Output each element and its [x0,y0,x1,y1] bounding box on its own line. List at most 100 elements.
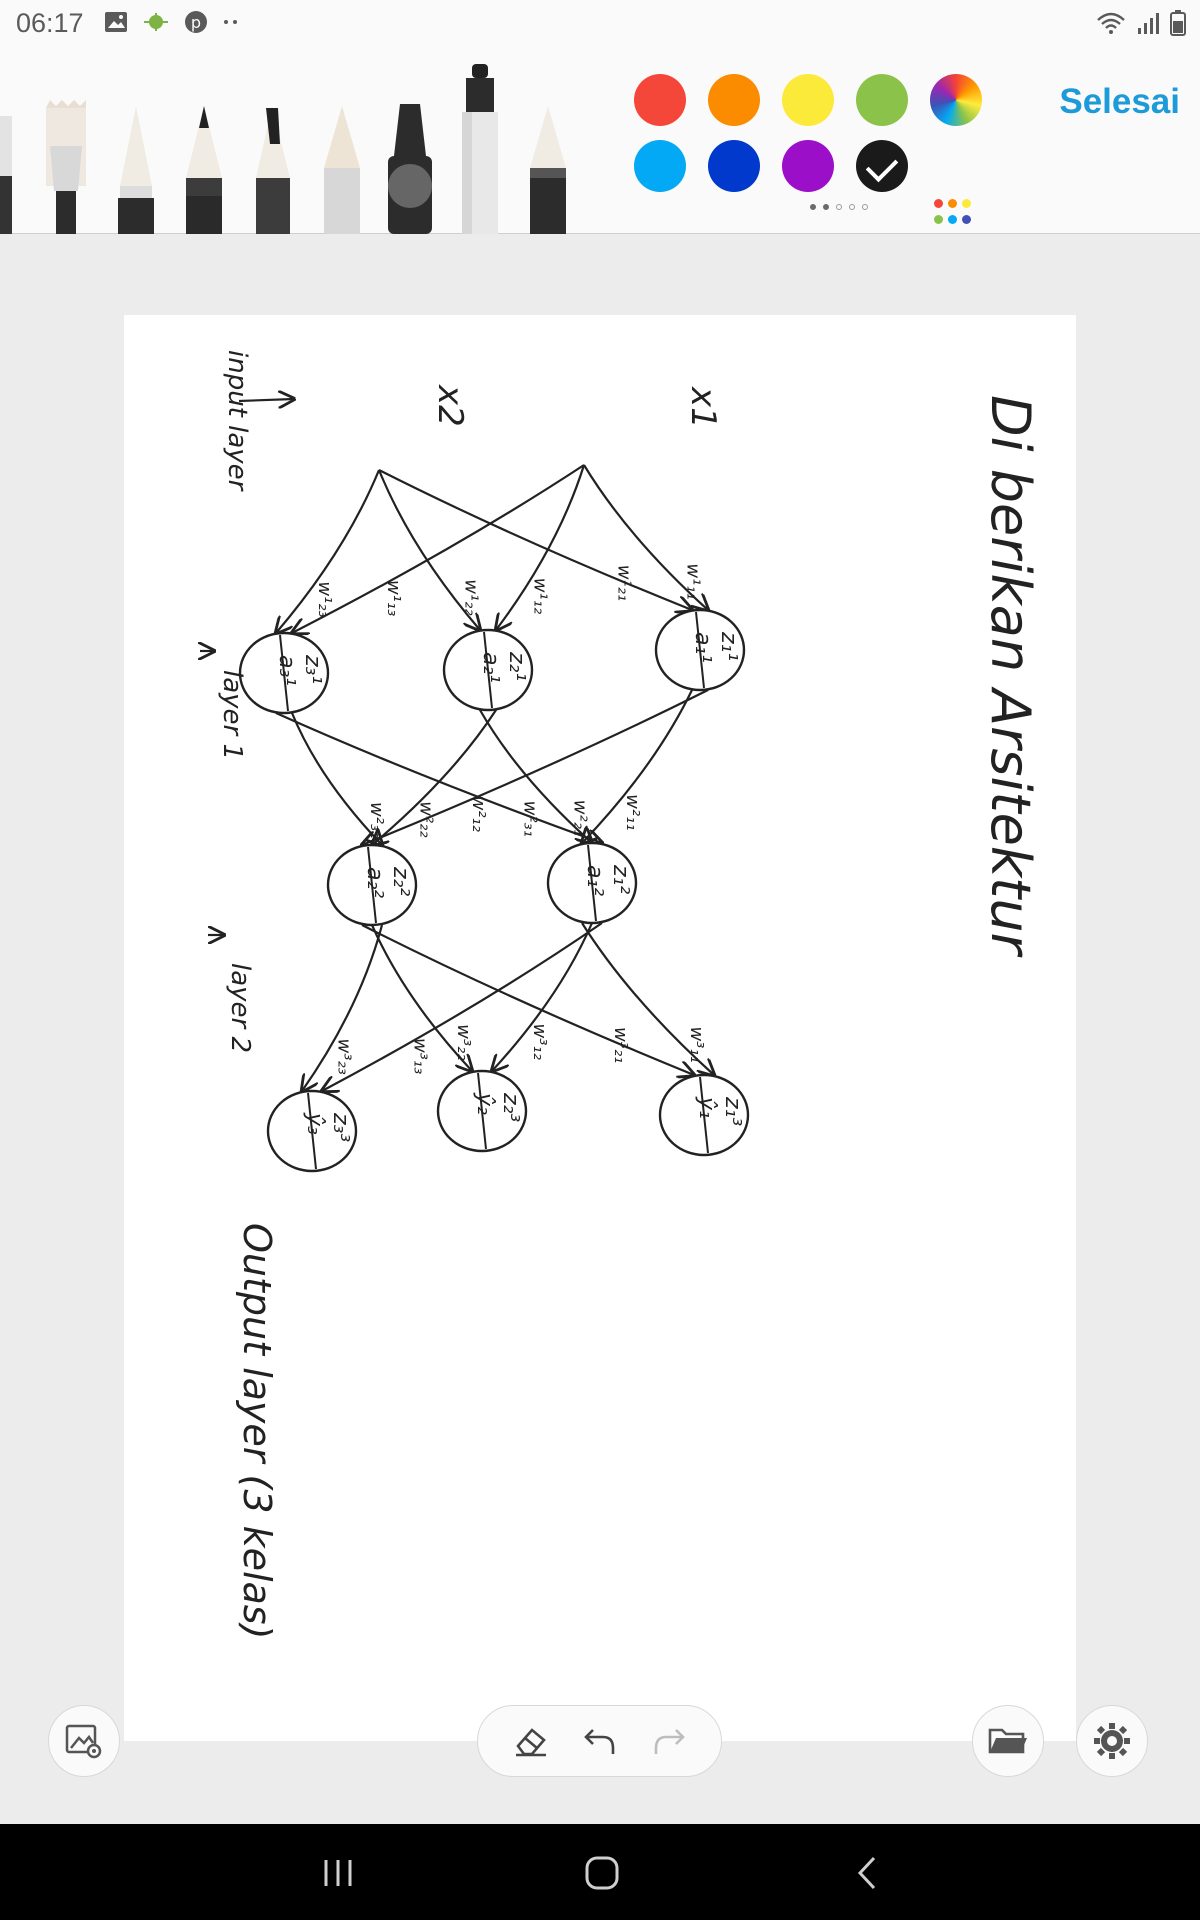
color-red[interactable] [634,74,686,126]
open-file-button[interactable] [972,1705,1044,1777]
more-colors-icon[interactable] [934,199,978,229]
color-light-blue[interactable] [634,140,686,192]
edge-input-l1 [378,469,692,610]
edge-l1-l2 [290,712,382,845]
settings-button[interactable] [1076,1705,1148,1777]
redo-icon [654,1729,685,1754]
color-yellow[interactable] [782,74,834,126]
pen-fountain[interactable] [118,106,154,234]
more-dots-icon [224,20,237,24]
status-bar: 06:17 p [0,0,1200,46]
eraser-button[interactable] [507,1717,555,1765]
output-layer-label: Output layer (3 kelas) [235,1223,279,1639]
back-button[interactable] [836,1848,896,1898]
pen-eraser[interactable] [0,116,12,234]
edit-controls [477,1705,722,1777]
weight-label: w¹₁₁ [682,563,703,599]
edge-l2-output [361,924,694,1075]
done-button[interactable]: Selesai [1059,82,1180,121]
weight-label: w¹₂₁ [613,565,634,601]
gallery-icon [105,12,127,32]
battery-icon [1170,10,1186,36]
edge-l2-output [492,922,594,1071]
layer-1-label: layer 1 [217,670,247,760]
edge-input-l1 [276,469,381,633]
wifi-icon [1097,12,1125,34]
weight-label: w¹₁₂ [530,578,551,614]
image-settings-button[interactable] [48,1705,120,1777]
pen-pencil[interactable] [186,106,222,234]
pen-highlighter[interactable] [462,64,498,234]
recents-icon [324,1860,352,1886]
edge-l2-output [370,924,472,1071]
pen-calligraphy[interactable] [256,106,290,234]
recents-button[interactable] [308,1848,368,1898]
edge-l1-l2 [275,711,602,843]
color-green[interactable] [856,74,908,126]
handwritten-drawing: w¹₁₁w¹₂₁w¹₁₂w¹₂₂w¹₁₃w¹₂₃w²₁₁w²₂₁w²₃₁w²₁₂… [124,350,1042,1639]
navigation-bar [0,1824,1200,1920]
settings-icon [1094,1723,1130,1759]
weight-label: w²₃₁ [520,801,541,837]
palette-page-indicator [810,204,868,210]
status-left-icons: p [104,10,240,34]
color-wheel-icon[interactable] [930,74,982,126]
color-purple[interactable] [782,140,834,192]
drawing-title-group: Di berikan Arsitektur [979,395,1042,958]
weight-label: w²₃₂ [366,802,387,838]
pen-marker[interactable] [388,104,432,234]
edge-l1-l2 [582,689,693,843]
back-icon [857,1856,876,1890]
weight-label: w²₂₂ [416,801,437,837]
signal-icon [1138,13,1159,34]
undo-icon [583,1729,614,1754]
layer1-node-3-label: z₃¹ [300,654,325,684]
layer1-node-1-label: a₁¹ [690,632,715,663]
edge-input-l1 [292,464,585,633]
color-blue[interactable] [708,140,760,192]
color-orange[interactable] [708,74,760,126]
layer1-node-2-label: z₂¹ [504,651,529,681]
pen-ballpoint[interactable] [530,106,566,234]
drawing-title: Di berikan Arsitektur [979,395,1042,958]
status-right-icons [1096,10,1186,36]
color-palette [632,74,992,224]
weight-label: w¹₂₂ [461,579,482,615]
pen-crayon[interactable] [324,106,360,234]
folder-icon [988,1728,1027,1754]
input-x1: x1 [683,386,723,429]
edge-input-l1 [496,464,586,630]
input-x2: x2 [430,384,470,427]
layer1-node-1-label: z₁¹ [716,631,741,661]
weight-label: w³₁₂ [529,1024,550,1060]
undo-button[interactable] [576,1717,624,1765]
output-node-3-label: z₃³ [328,1112,353,1142]
layer1-label-group: layer 1 [217,670,247,760]
output-node-1-label: z₁³ [720,1096,745,1126]
pen-brush-flat[interactable] [46,100,86,234]
weight-label: w³₁₃ [409,1038,430,1074]
home-button[interactable] [572,1848,632,1898]
redo-button[interactable] [645,1717,693,1765]
output-node-2-label: z₂³ [498,1092,523,1122]
pen-toolbar: Selesai [0,46,1200,234]
weight-label: w³₁₁ [686,1026,707,1062]
weight-label: w³₂₂ [453,1024,474,1060]
status-time: 06:17 [16,8,84,38]
edge-l2-output [322,922,603,1091]
pinterest-icon: p [185,11,207,33]
layer2-label-group: layer 2 [225,963,255,1053]
layer2-node-2-label: a₂² [362,867,387,898]
color-black-selected[interactable] [856,140,908,192]
